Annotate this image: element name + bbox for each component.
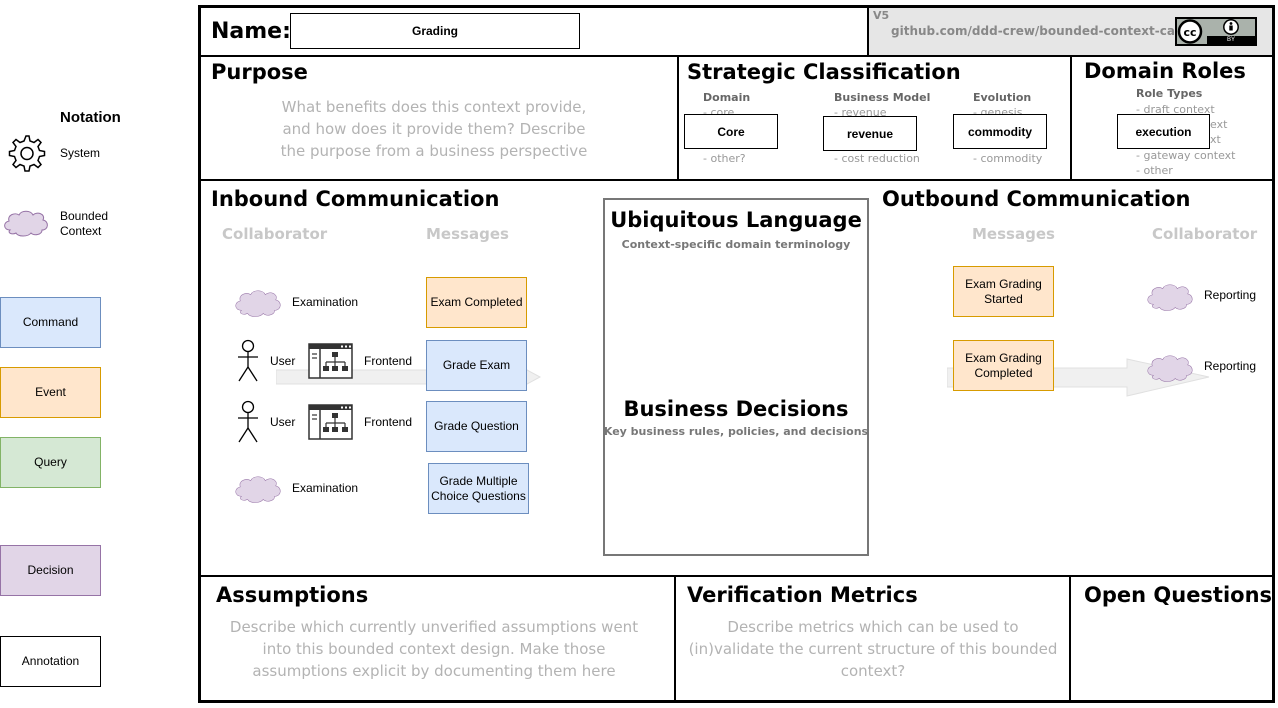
- inbound-actor: User: [270, 354, 296, 368]
- open-questions-title: Open Questions: [1084, 583, 1273, 607]
- canvas-frame: [198, 5, 1275, 703]
- notation-decision: Decision: [0, 545, 101, 596]
- inbound-message: Grade Multiple Choice Questions: [428, 463, 529, 514]
- domain-field[interactable]: Core: [684, 114, 778, 149]
- inbound-title: Inbound Communication: [211, 187, 500, 211]
- divider-strategic: [1070, 56, 1072, 180]
- name-field[interactable]: Grading: [290, 13, 580, 49]
- ubiquitous-language-panel: [603, 198, 869, 556]
- role-item: - gateway context: [1136, 149, 1236, 162]
- role-item: - draft context: [1136, 103, 1215, 116]
- notation-title: Notation: [60, 109, 121, 126]
- divider-assumptions: [674, 576, 676, 701]
- name-label: Name:: [211, 19, 291, 44]
- business-model-hint-bottom: - cost reduction: [834, 152, 920, 165]
- role-item: - other: [1136, 164, 1173, 177]
- inbound-actor: User: [270, 415, 296, 429]
- inbound-system: Frontend: [364, 354, 413, 368]
- inbound-message: Exam Completed: [426, 277, 527, 328]
- assumptions-hint: Describe which currently unverified assu…: [229, 618, 639, 680]
- notation-annotation: Annotation: [0, 636, 101, 687]
- cc-icon: cc: [1177, 19, 1203, 44]
- notation-event: Event: [0, 367, 101, 418]
- frontend-app-icon: [308, 343, 353, 379]
- outbound-title: Outbound Communication: [882, 187, 1191, 211]
- assumptions-title: Assumptions: [216, 583, 369, 607]
- repository-link[interactable]: github.com/ddd-crew/bounded-context-canv…: [891, 24, 1207, 38]
- divider-header-v: [867, 8, 869, 56]
- domain-hint-top: - core: [703, 106, 735, 115]
- ubiquitous-language-subtitle: Context-specific domain terminology: [621, 238, 851, 251]
- inbound-message: Grade Exam: [426, 340, 527, 391]
- svg-text:cc: cc: [1183, 26, 1196, 39]
- outbound-collaborator-header: Collaborator: [1152, 225, 1258, 243]
- strategic-title: Strategic Classification: [687, 60, 961, 84]
- business-decisions-subtitle: Key business rules, policies, and decisi…: [603, 425, 869, 438]
- domain-hint-bottom: - other?: [703, 152, 746, 165]
- frontend-app-icon: [308, 404, 353, 440]
- outbound-collaborator: Reporting: [1204, 288, 1257, 302]
- version-label: V5: [873, 9, 890, 22]
- role-item: ext: [1210, 118, 1228, 131]
- domain-roles-title: Domain Roles: [1084, 59, 1246, 83]
- license-by-label: BY: [1207, 36, 1255, 44]
- bounded-context-icon: [1147, 355, 1193, 382]
- outbound-collaborator: Reporting: [1204, 359, 1257, 373]
- ubiquitous-language-title: Ubiquitous Language: [610, 208, 862, 232]
- outbound-messages-header: Messages: [972, 225, 1055, 243]
- evolution-hint-bottom: - commodity: [973, 152, 1043, 165]
- bounded-context-icon: [1147, 284, 1193, 311]
- inbound-system: Frontend: [364, 415, 413, 429]
- evolution-hint-top: - genesis: [973, 106, 1023, 115]
- purpose-title: Purpose: [211, 60, 308, 84]
- person-icon: [1223, 19, 1239, 35]
- inbound-messages-header: Messages: [426, 225, 509, 243]
- divider-purpose: [677, 56, 679, 180]
- gear-icon: [8, 135, 46, 172]
- cc-by-license-icon: cc BY: [1175, 17, 1257, 46]
- divider-bottom-row: [200, 575, 1273, 577]
- evolution-label: Evolution: [973, 91, 1032, 104]
- evolution-field[interactable]: commodity: [953, 114, 1047, 149]
- role-types-label: Role Types: [1136, 87, 1203, 100]
- notation-command: Command: [0, 297, 101, 348]
- notation-system-label: System: [60, 146, 101, 160]
- user-icon: [238, 339, 258, 382]
- outbound-message: Exam Grading Started: [953, 266, 1054, 317]
- domain-role-field[interactable]: execution: [1117, 114, 1210, 149]
- notation-bounded-context-label: Bounded Context: [60, 209, 109, 238]
- business-decisions-title: Business Decisions: [623, 397, 849, 421]
- role-item: xt: [1210, 133, 1221, 146]
- inbound-collaborator: Examination: [292, 481, 359, 495]
- user-icon: [238, 400, 258, 443]
- purpose-hint: What benefits does this context provide,…: [280, 98, 588, 160]
- business-model-label: Business Model: [834, 91, 931, 104]
- divider-top-row: [200, 179, 1273, 181]
- business-model-field[interactable]: revenue: [823, 116, 917, 151]
- inbound-collaborator-header: Collaborator: [222, 225, 328, 243]
- notation-query: Query: [0, 437, 101, 488]
- bounded-context-icon: [235, 290, 281, 317]
- business-model-hint-top: - revenue: [834, 106, 887, 116]
- bounded-context-icon: [235, 476, 281, 503]
- bounded-context-icon: [4, 210, 48, 237]
- divider-metrics: [1069, 576, 1071, 701]
- verification-metrics-title: Verification Metrics: [687, 583, 918, 607]
- inbound-collaborator: Examination: [292, 295, 359, 309]
- domain-label: Domain: [703, 91, 751, 104]
- divider-header: [200, 55, 1273, 57]
- verification-metrics-hint: Describe metrics which can be used to (i…: [688, 618, 1058, 680]
- inbound-message: Grade Question: [426, 401, 527, 452]
- outbound-message: Exam Grading Completed: [953, 340, 1054, 391]
